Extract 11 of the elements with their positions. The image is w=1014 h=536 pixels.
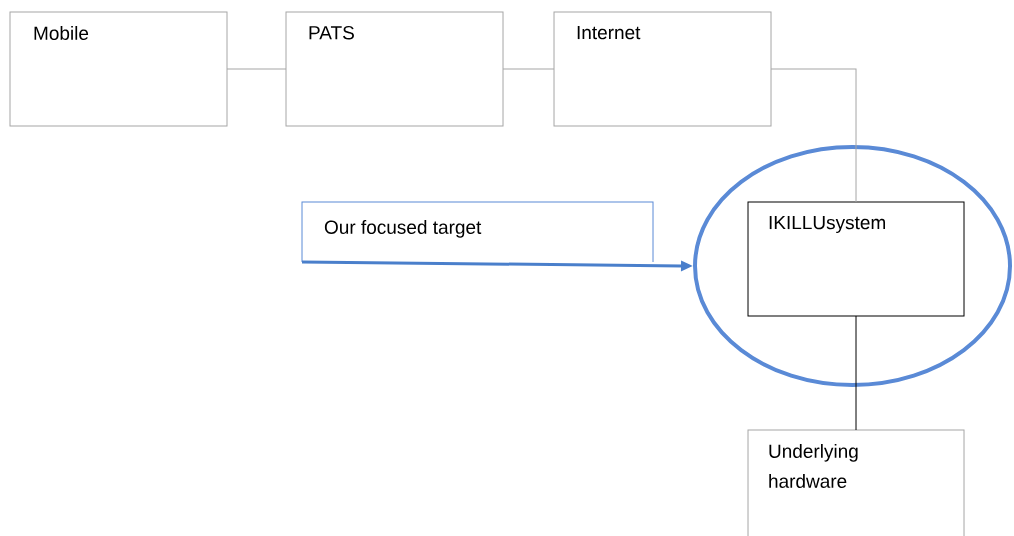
label-box: Our focused target	[301, 201, 654, 263]
process-box: Internet	[553, 11, 772, 127]
connector-line	[226, 68, 287, 70]
highlight-ellipse	[693, 145, 1012, 387]
connector-line	[502, 68, 555, 70]
connector-line	[770, 68, 857, 203]
process-box: Mobile	[9, 11, 228, 127]
process-box: IKILLUsystem	[747, 201, 965, 317]
connector-line	[855, 315, 857, 431]
process-box: Underlying hardware	[747, 429, 965, 536]
process-box: PATS	[285, 11, 504, 127]
